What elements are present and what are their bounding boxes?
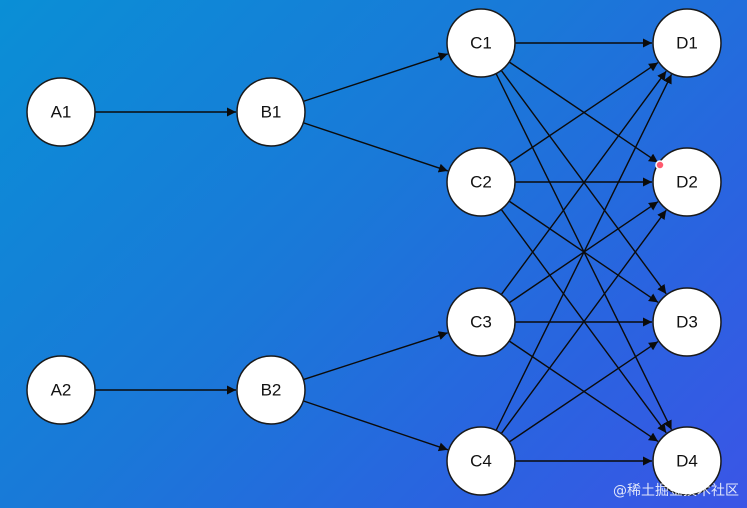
edge-c2-d1 [508, 61, 659, 164]
watermark: @稀土掘金技术社区 [613, 483, 739, 499]
node-b1: B1 [236, 77, 306, 147]
node-d1: D1 [652, 8, 722, 78]
node-a2: A2 [26, 355, 96, 425]
node-circle [652, 147, 722, 217]
edge-b1-c1 [303, 52, 448, 103]
node-circle [236, 355, 306, 425]
node-c4: C4 [446, 426, 516, 496]
node-d2: D2 [652, 147, 722, 217]
edge-c3-d1 [500, 70, 667, 296]
edge-c4-d3 [508, 340, 659, 443]
node-label: D4 [676, 452, 698, 471]
node-label: D1 [676, 34, 698, 53]
node-label: D2 [676, 173, 698, 192]
node-circle [446, 147, 516, 217]
node-label: A2 [51, 381, 72, 400]
node-b2: B2 [236, 355, 306, 425]
node-circle [446, 426, 516, 496]
node-c3: C3 [446, 287, 516, 357]
edge-b1-c2 [303, 122, 449, 173]
edge-c4-d1 [495, 74, 673, 431]
edges-layer [95, 38, 673, 466]
node-label: C3 [470, 313, 492, 332]
node-label: C2 [470, 173, 492, 192]
node-circle [652, 287, 722, 357]
node-c2: C2 [446, 147, 516, 217]
node-circle [446, 8, 516, 78]
node-label: C4 [470, 452, 492, 471]
node-d3: D3 [652, 287, 722, 357]
node-d4: D4 [652, 426, 722, 496]
node-label: A1 [51, 103, 72, 122]
node-circle [652, 426, 722, 496]
edge-b2-c3 [303, 331, 448, 381]
node-a1: A1 [26, 77, 96, 147]
node-label: B1 [261, 103, 282, 122]
node-circle [26, 355, 96, 425]
node-circle [26, 77, 96, 147]
node-label: B2 [261, 381, 282, 400]
edge-c4-d2 [500, 209, 667, 435]
node-circle [446, 287, 516, 357]
node-circle [652, 8, 722, 78]
node-label: D3 [676, 313, 698, 332]
node-circle [236, 77, 306, 147]
node-c1: C1 [446, 8, 516, 78]
edge-b2-c4 [302, 400, 449, 452]
node-label: C1 [470, 34, 492, 53]
cursor-indicator [655, 160, 665, 170]
